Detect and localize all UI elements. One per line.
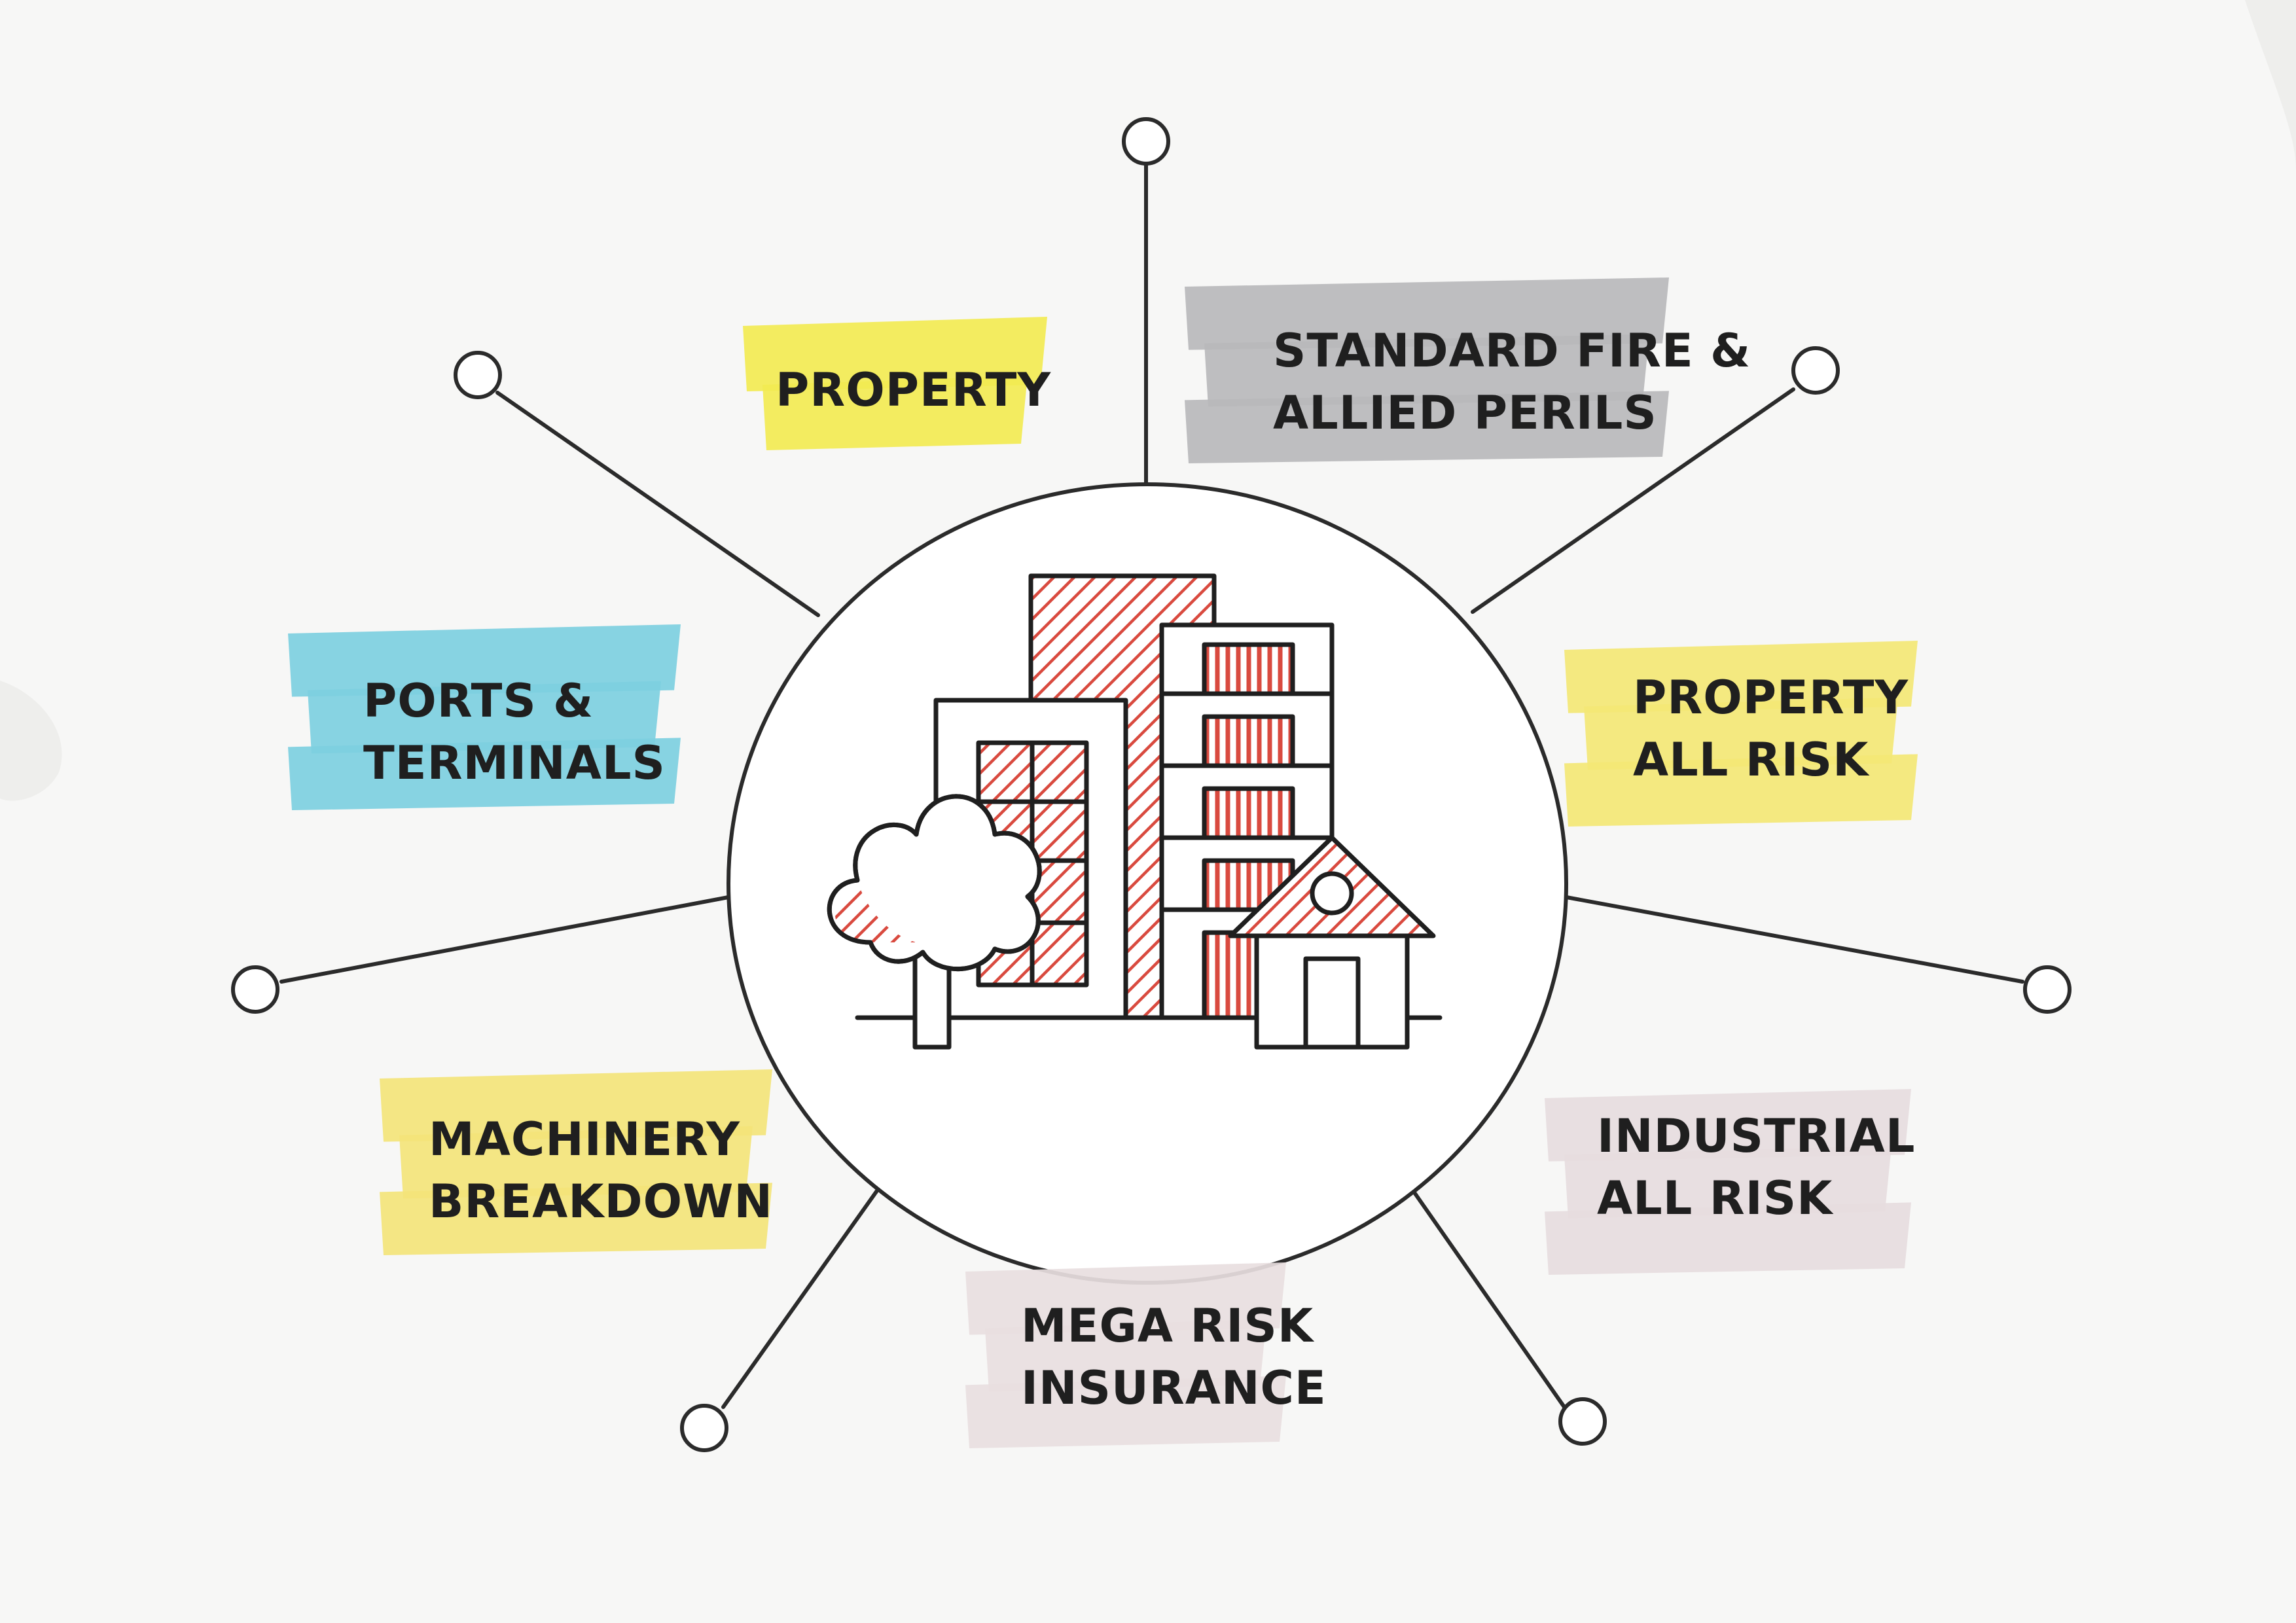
brush-stroke-background [399, 1126, 753, 1199]
spoke-upper-right [1471, 387, 1795, 614]
brush-stroke-background [288, 624, 681, 697]
label-text-line: PROPERTY [776, 363, 1051, 417]
city-buildings-icon [827, 573, 1443, 1050]
node-circle [454, 351, 502, 399]
brush-stroke-background [380, 1183, 772, 1255]
node-circle [231, 965, 279, 1014]
brush-stroke-background [1564, 1145, 1892, 1219]
brush-stroke-background [1545, 1089, 1911, 1162]
brush-stroke-background [965, 1262, 1286, 1335]
label-text-line: ALL RISK [1597, 1171, 1834, 1225]
brush-stroke-background [308, 681, 661, 754]
label-text-line: INDUSTRIAL [1597, 1109, 1915, 1163]
background-blob [0, 681, 62, 801]
label-text-line: STANDARD FIRE & [1273, 324, 1751, 378]
brush-stroke-background [1564, 641, 1918, 713]
node-circle [1791, 346, 1840, 395]
label-text-line: MACHINERY [429, 1113, 740, 1166]
brush-stroke-background [288, 738, 681, 810]
spoke-left [279, 895, 734, 984]
spoke-right [1561, 895, 2024, 984]
label-text-line: ALL RISK [1633, 733, 1870, 787]
background-blob [2245, 0, 2296, 170]
node-circle [2023, 965, 2072, 1014]
label-standard-fire: STANDARD FIRE & ALLIED PERILS [1185, 277, 1751, 463]
label-text-line: ALLIED PERILS [1273, 386, 1657, 440]
label-text-line: BREAKDOWN [429, 1175, 773, 1228]
label-text-line: PORTS & [363, 674, 594, 728]
label-machinery-breakdown: MACHINERY BREAKDOWN [380, 1069, 773, 1255]
brush-stroke-background [743, 317, 1047, 391]
brush-stroke-background [380, 1069, 772, 1142]
brush-stroke-background [1185, 391, 1669, 463]
brush-stroke-background [1545, 1202, 1911, 1275]
label-ports-terminals: PORTS & TERMINALS [288, 624, 681, 810]
brush-stroke-background [762, 376, 1028, 450]
label-property-all-risk: PROPERTY ALL RISK [1564, 641, 1918, 827]
label-text-line: INSURANCE [1021, 1361, 1327, 1415]
node-circle [1122, 117, 1170, 166]
spoke-nodes [231, 117, 2072, 1452]
labels: PROPERTY STANDARD FIRE & ALLIED PERILS PORT… [288, 277, 1918, 1448]
brush-stroke-background [985, 1319, 1266, 1392]
label-text-line: MEGA RISK [1021, 1299, 1315, 1353]
node-circle [680, 1404, 728, 1452]
node-circle [1558, 1397, 1607, 1446]
brush-stroke-background [1584, 697, 1898, 770]
brush-stroke-background [1564, 754, 1918, 827]
brush-stroke-background [1204, 334, 1649, 407]
spoke-upper-left [495, 391, 820, 617]
label-industrial-all-risk: INDUSTRIAL ALL RISK [1545, 1089, 1915, 1275]
label-property: PROPERTY [743, 317, 1051, 450]
label-text-line: TERMINALS [363, 736, 666, 790]
brush-stroke-background [1185, 277, 1669, 350]
label-text-line: PROPERTY [1633, 671, 1909, 724]
label-mega-risk: MEGA RISK INSURANCE [965, 1262, 1327, 1448]
brush-stroke-background [965, 1376, 1286, 1448]
